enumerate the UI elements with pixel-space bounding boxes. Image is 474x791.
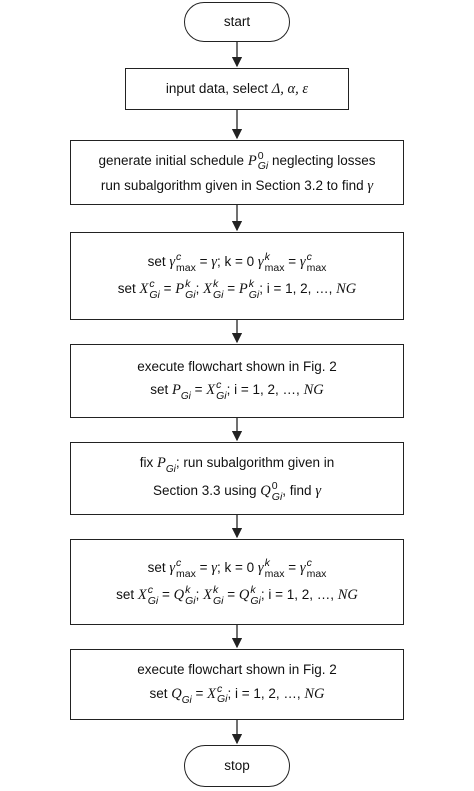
start-terminator: start [184, 2, 290, 42]
execute-flowchart-line-2: execute flowchart shown in Fig. 2 [137, 662, 337, 678]
fix-p-line: fix PGi; run subalgorithm given in [139, 454, 335, 475]
execute-flowchart-line-1: execute flowchart shown in Fig. 2 [137, 358, 337, 374]
input-data-line: input data, select Δ, α, ε [165, 80, 309, 97]
run-subalgorithm-line: run subalgorithm given in Section 3.2 to… [100, 177, 374, 194]
execute-flowchart-p-box: execute flowchart shown in Fig. 2 set PG… [70, 344, 404, 418]
input-data-box: input data, select Δ, α, ε [125, 68, 349, 110]
start-label: start [223, 14, 251, 30]
stop-terminator: stop [184, 745, 290, 787]
fix-p-box: fix PGi; run subalgorithm given in Secti… [70, 442, 404, 515]
stop-label: stop [224, 758, 250, 774]
execute-flowchart-q-box: execute flowchart shown in Fig. 2 set QG… [70, 649, 404, 720]
